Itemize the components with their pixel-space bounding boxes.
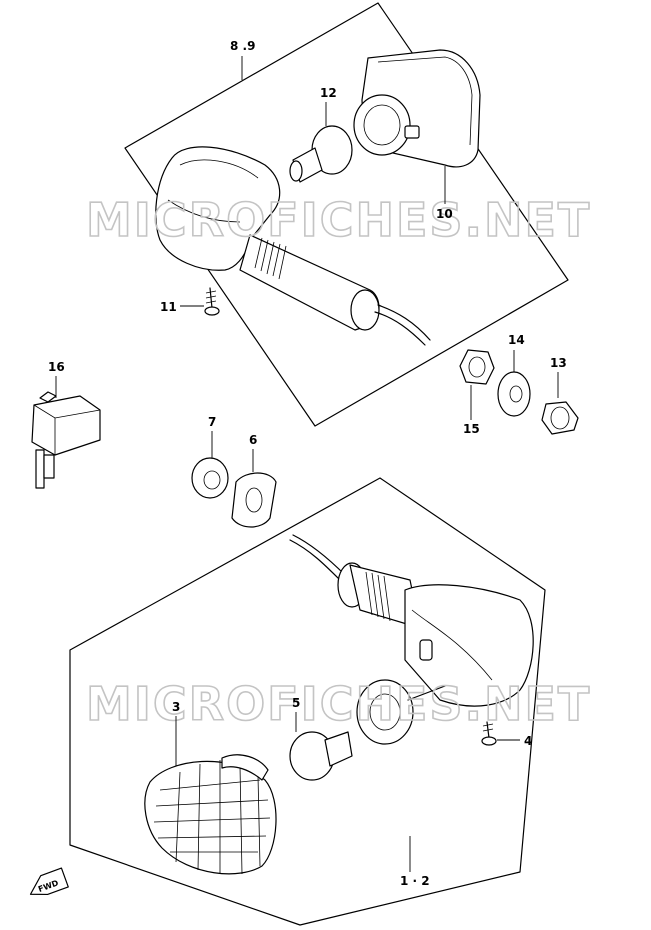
- callout-13: 13: [550, 356, 567, 398]
- callout-12: 12: [320, 86, 337, 126]
- svg-text:1 · 2: 1 · 2: [400, 874, 430, 888]
- lower-assembly-frame: [69, 477, 546, 926]
- svg-text:12: 12: [320, 86, 337, 100]
- callout-8-9: 8 .9: [230, 39, 255, 80]
- cap-nut-part-13: [541, 401, 579, 435]
- socket-part-10: [353, 49, 481, 168]
- callout-3: 3: [172, 700, 180, 766]
- svg-text:7: 7: [208, 415, 216, 429]
- svg-text:15: 15: [463, 422, 480, 436]
- watermark-bottom: MICROFICHES.NET: [86, 677, 591, 731]
- svg-text:14: 14: [508, 333, 525, 347]
- upper-turn-signal-body: [155, 146, 431, 346]
- lower-socket: [356, 679, 446, 745]
- bulb-part-12: [289, 125, 353, 183]
- svg-text:6: 6: [249, 433, 257, 447]
- washer-part-14: [497, 371, 531, 417]
- callout-1-2: 1 · 2: [400, 836, 430, 888]
- lens-part-3: [144, 754, 277, 875]
- screw-part-4: [481, 721, 497, 746]
- callout-15: 15: [463, 385, 480, 436]
- callout-7: 7: [208, 415, 216, 458]
- svg-text:8 .9: 8 .9: [230, 39, 255, 53]
- svg-text:5: 5: [292, 696, 300, 710]
- bulb-part-5: [289, 731, 353, 781]
- screw-part-11: [204, 287, 220, 316]
- grommet-part-7: [191, 457, 229, 499]
- callout-6: 6: [249, 433, 257, 472]
- svg-text:10: 10: [436, 207, 453, 221]
- relay-part-16: [31, 391, 101, 489]
- callout-5: 5: [292, 696, 300, 732]
- svg-text:4: 4: [524, 734, 532, 748]
- upper-assembly-frame: [124, 2, 569, 427]
- callout-11: 11: [160, 300, 204, 314]
- callout-4: 4: [497, 734, 532, 748]
- svg-text:11: 11: [160, 300, 177, 314]
- lower-turn-signal-body: [289, 534, 534, 707]
- callout-10: 10: [436, 166, 453, 221]
- svg-text:3: 3: [172, 700, 180, 714]
- callout-16: 16: [48, 360, 65, 398]
- gasket-part-6: [231, 472, 277, 528]
- nut-part-15: [459, 349, 495, 385]
- callout-14: 14: [508, 333, 525, 372]
- svg-text:13: 13: [550, 356, 567, 370]
- fwd-arrow-icon: FWD: [29, 867, 69, 896]
- watermark-top: MICROFICHES.NET: [86, 193, 591, 247]
- svg-text:16: 16: [48, 360, 65, 374]
